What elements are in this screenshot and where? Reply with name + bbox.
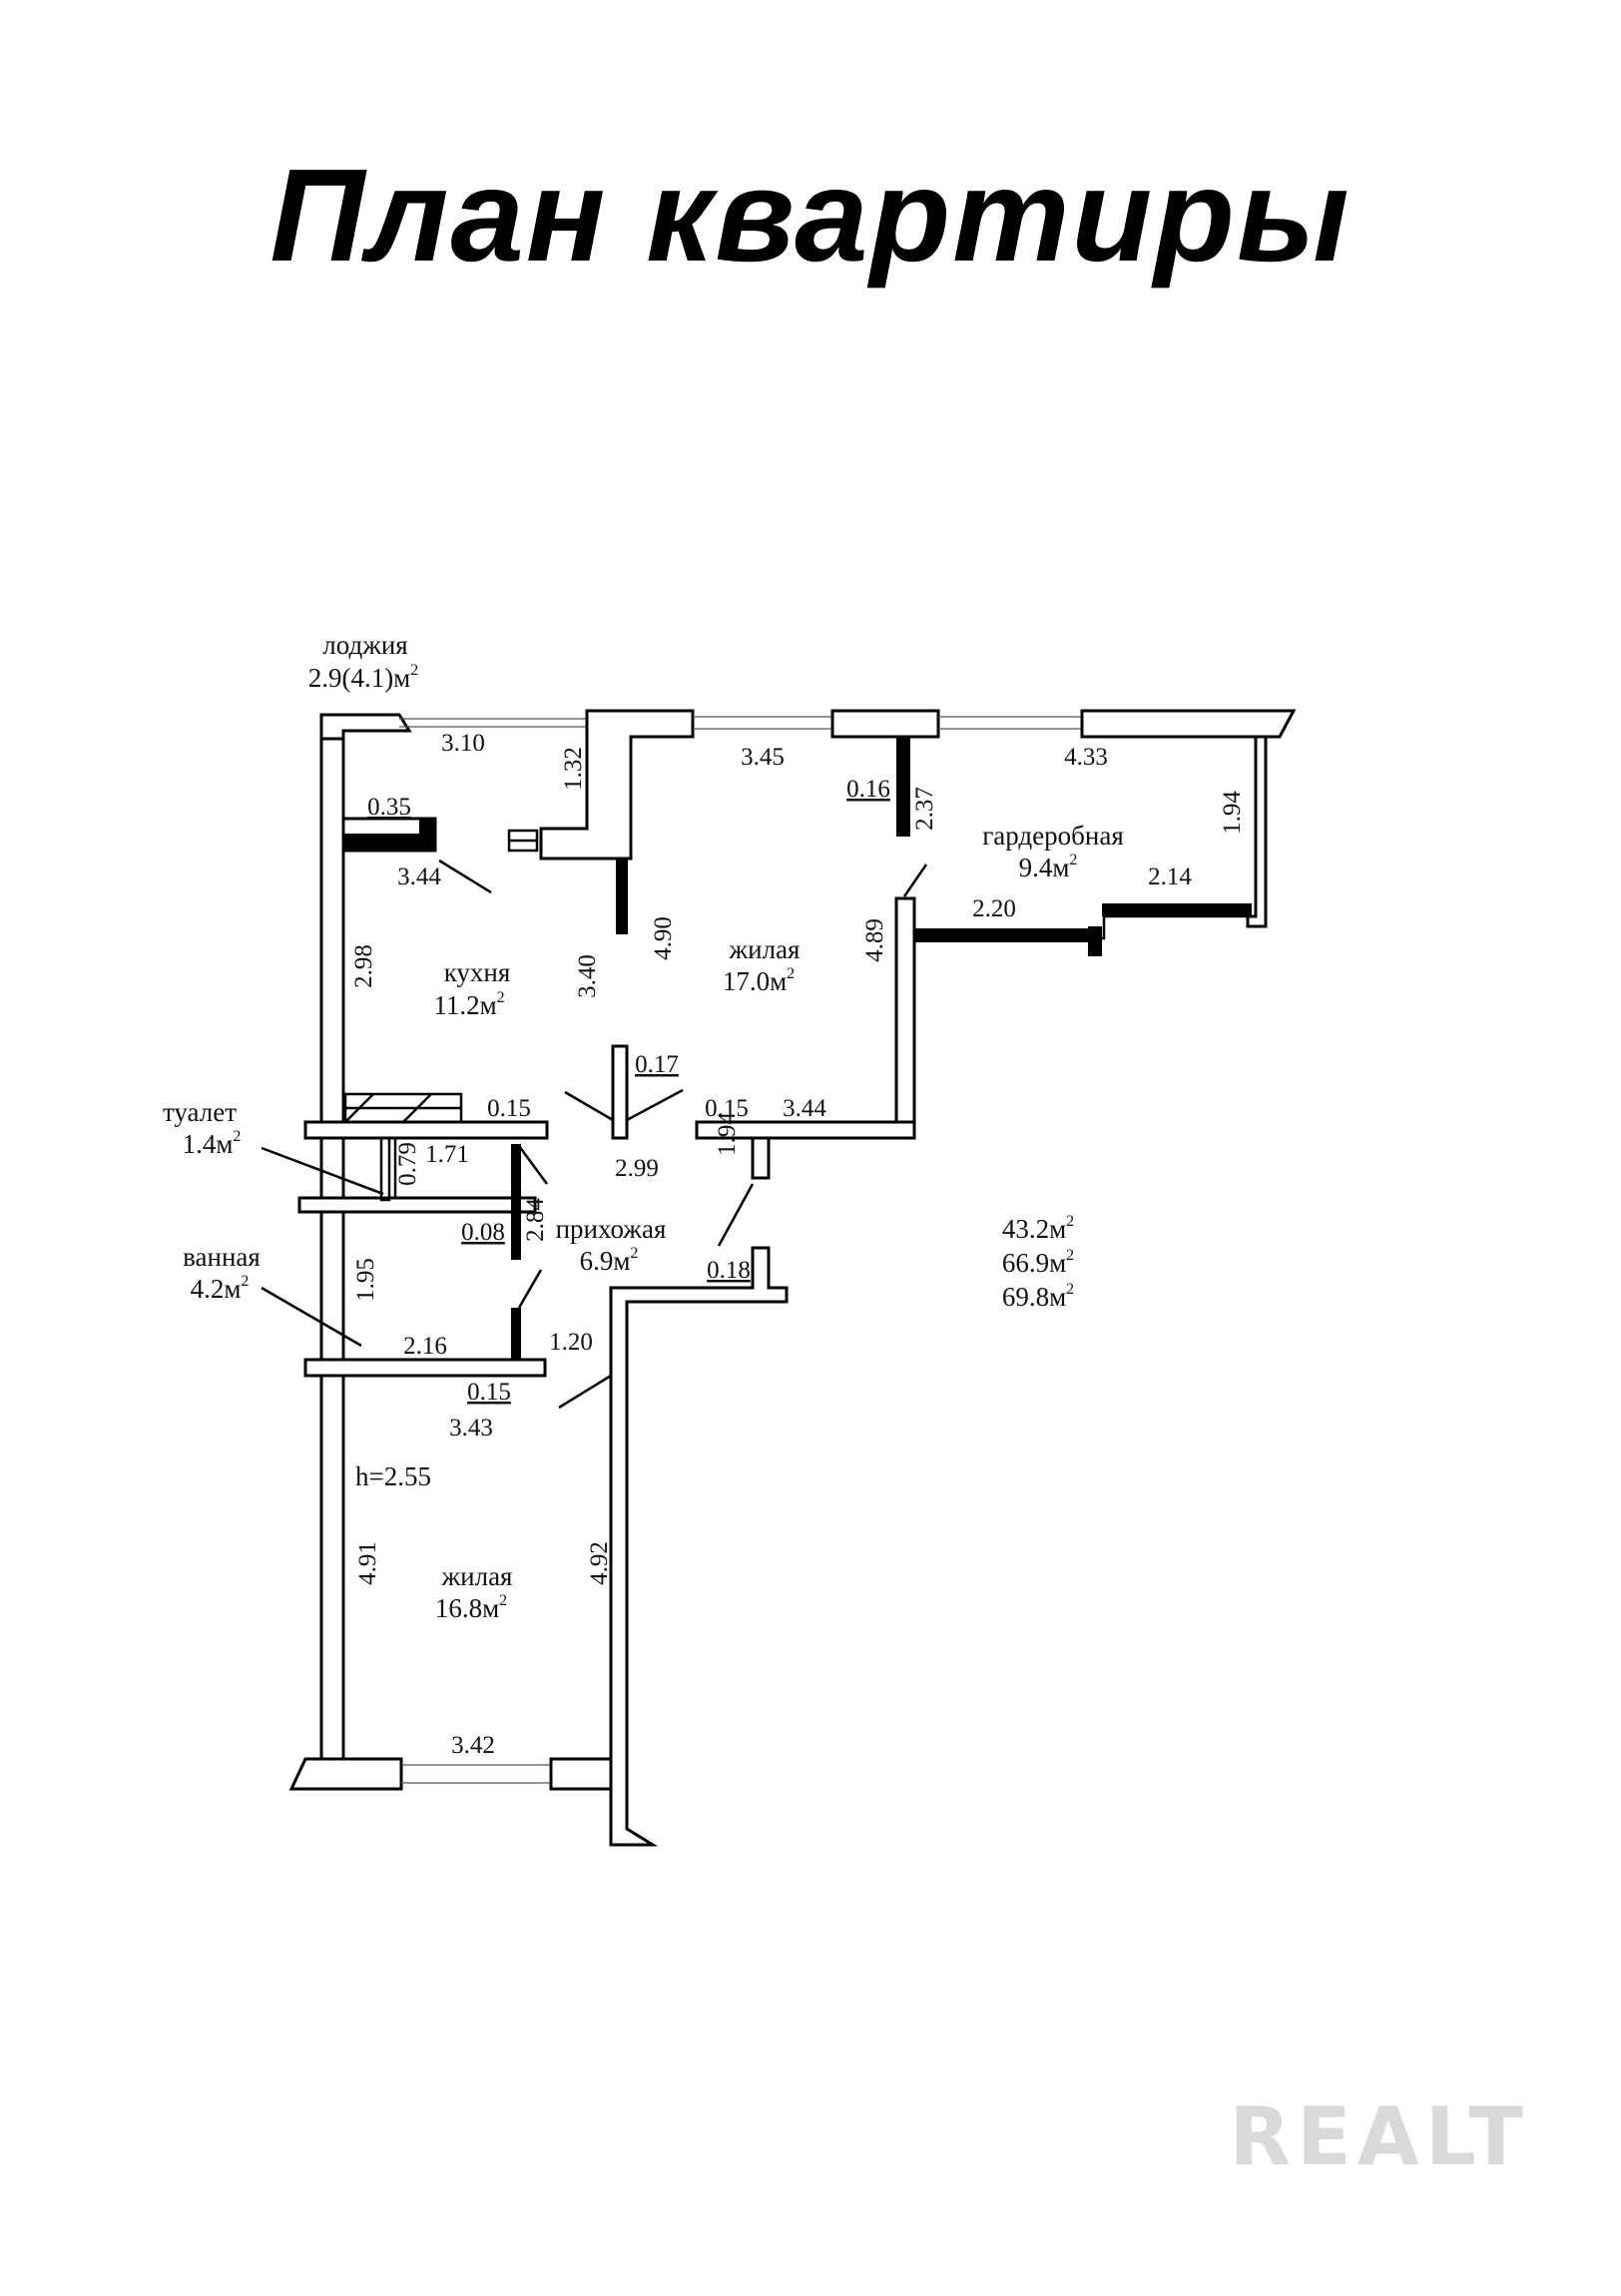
living1-area: 17.0м2 — [723, 965, 795, 996]
dim-wardrobe-side: 2.37 — [911, 787, 938, 831]
door-swings — [261, 859, 928, 1410]
dim-wardrobe-top: 4.33 — [1064, 744, 1108, 771]
loggia-top-wall — [319, 713, 412, 741]
dim-toilet-depth: 0.79 — [394, 1142, 421, 1186]
dim-wall-015-b: 0.15 — [705, 1095, 749, 1122]
hall-right-wall — [609, 1246, 789, 1847]
total-with-loggia: 69.8м2 — [1002, 1281, 1074, 1312]
dim-wall-015-a: 0.15 — [487, 1095, 531, 1122]
dim-living2-left: 4.91 — [354, 1541, 381, 1585]
wardrobe-step-wall — [1092, 914, 1248, 940]
dim-wall-017: 0.17 — [635, 1051, 679, 1078]
kitchen-name: кухня — [444, 957, 511, 987]
toilet-area: 1.4м2 — [183, 1128, 242, 1159]
bath-bottom-wall — [303, 1358, 547, 1378]
living2-bottom-left-wall — [288, 1757, 403, 1791]
dim-wall-015-c: 0.15 — [467, 1379, 511, 1406]
living2-area: 16.8м2 — [435, 1592, 507, 1623]
bath-area: 4.2м2 — [191, 1273, 250, 1304]
top-wall-right — [1080, 709, 1297, 739]
top-wall-middle — [830, 709, 940, 739]
dim-kitchen-depth: 3.40 — [574, 954, 601, 998]
dim-wall-035: 0.35 — [367, 794, 411, 821]
hall-name: прихожая — [556, 1214, 667, 1244]
dim-living2-bottom: 3.42 — [451, 1732, 495, 1759]
wardrobe-area: 9.4м2 — [1019, 852, 1078, 882]
dim-wall-016: 0.16 — [846, 776, 890, 803]
kitchen-partition — [616, 859, 628, 934]
wall-016 — [896, 737, 910, 837]
dim-living2-top: 3.43 — [449, 1415, 493, 1441]
toilet-name: туалет — [163, 1097, 237, 1127]
room-labels: лоджия 2.9(4.1)м2 кухня 11.2м2 жилая 17.… — [163, 630, 1124, 1623]
dim-living1-depth: 4.90 — [650, 916, 677, 960]
bath-top-wall — [297, 1196, 537, 1214]
hall-right-stub — [751, 1136, 771, 1180]
bath-leader — [261, 1286, 362, 1348]
left-exterior-wall — [319, 713, 345, 1769]
living2-name: жилая — [441, 1561, 513, 1591]
hall-area: 6.9м2 — [580, 1245, 639, 1276]
dim-hall-side: 1.94 — [714, 1112, 741, 1156]
page-title: План квартиры — [270, 142, 1351, 288]
living1-bottom-wall — [695, 1120, 916, 1140]
watermark-logo: REALT — [1229, 2090, 1529, 2183]
wardrobe-right-wall — [1246, 735, 1268, 928]
toilet-leader — [261, 1146, 384, 1196]
loggia-right-wall — [539, 709, 695, 861]
dim-hall-depth: 2.84 — [522, 1198, 549, 1242]
dim-living1-right: 4.89 — [861, 918, 888, 962]
loggia-name: лоджия — [322, 630, 407, 660]
dim-bath-width: 2.16 — [403, 1333, 447, 1360]
dim-bath-depth: 1.95 — [352, 1258, 379, 1302]
dimension-labels: 3.10 1.32 3.45 0.16 4.33 2.37 1.94 2.14 … — [350, 730, 1246, 1759]
dim-loggia-width: 3.10 — [441, 730, 485, 757]
dim-toilet-width: 1.71 — [425, 1141, 469, 1168]
ceiling-height: h=2.55 — [355, 1461, 431, 1491]
toilet-top-wall — [303, 1120, 549, 1140]
dim-wardrobe-right: 1.94 — [1219, 791, 1246, 835]
dim-wall-018: 0.18 — [707, 1257, 751, 1284]
living1-right-wall — [894, 896, 916, 1136]
wall-008 — [511, 1144, 521, 1260]
walls — [288, 709, 1297, 1847]
dim-wardrobe-step: 2.20 — [972, 895, 1016, 922]
dim-wall-008: 0.08 — [461, 1219, 505, 1246]
area-totals: 43.2м2 66.9м2 69.8м2 — [1002, 1213, 1074, 1312]
total-living: 43.2м2 — [1002, 1213, 1074, 1244]
total-general: 66.9м2 — [1002, 1247, 1074, 1278]
dim-loggia-depth: 1.32 — [560, 747, 587, 791]
dim-kitchen-top: 3.44 — [397, 863, 441, 890]
dim-living2-right: 4.92 — [586, 1541, 613, 1585]
bath-name: ванная — [183, 1242, 261, 1272]
dim-hall-bottom: 1.20 — [549, 1329, 593, 1356]
wall-017 — [611, 1044, 629, 1140]
living2-bottom-right-wall — [549, 1757, 613, 1791]
kitchen-area: 11.2м2 — [433, 989, 504, 1020]
dim-living1-bottom: 3.44 — [783, 1095, 826, 1122]
dim-wardrobe-bottom: 2.14 — [1148, 863, 1192, 890]
wardrobe-name: гардеробная — [982, 821, 1124, 851]
dim-kitchen-left: 2.98 — [350, 944, 377, 988]
bath-right-stub — [511, 1308, 521, 1372]
toilet-fixture — [343, 1092, 463, 1124]
living1-name: жилая — [729, 934, 801, 964]
dim-living1-top: 3.45 — [741, 744, 785, 771]
dim-hall-width: 2.99 — [615, 1155, 659, 1182]
loggia-area: 2.9(4.1)м2 — [308, 662, 419, 693]
